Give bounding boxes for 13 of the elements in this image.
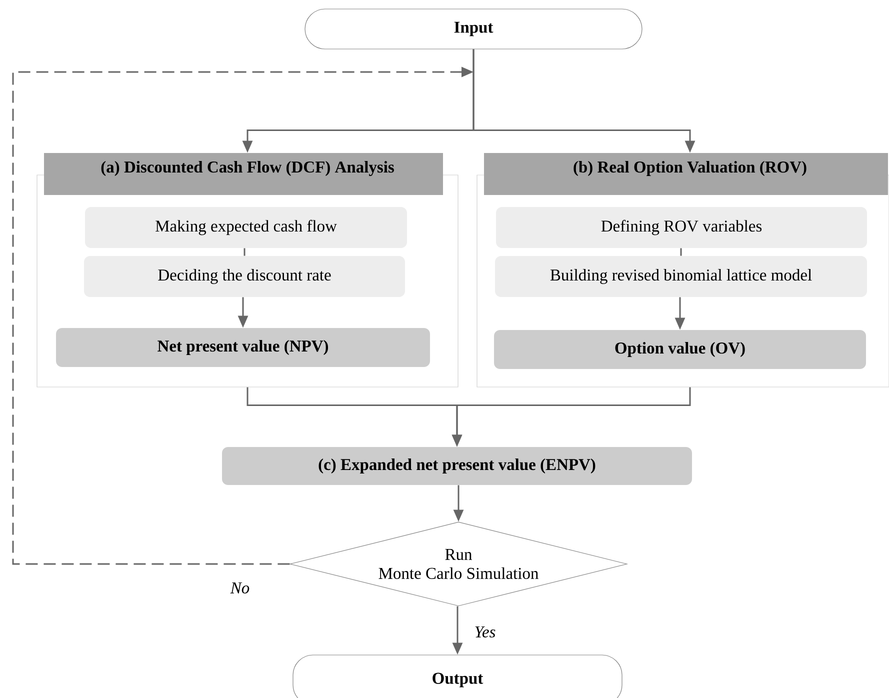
step-box: Building revised binomial lattice model xyxy=(495,256,867,297)
terminal-box: Output xyxy=(292,654,622,698)
step-box: Defining ROV variables xyxy=(496,207,867,248)
result-box: Option value (OV) xyxy=(494,330,866,369)
step-box: Making expected cash flow xyxy=(85,207,407,248)
result-box: Net present value (NPV) xyxy=(56,328,430,367)
result-box: (c) Expanded net present value (ENPV) xyxy=(222,447,692,485)
node-label: (b) Real Option Valuation (ROV) xyxy=(574,161,806,176)
terminal-box: Input xyxy=(304,8,642,50)
edge-label: No xyxy=(229,582,251,594)
edge-label: Yes xyxy=(473,626,497,638)
step-box: Deciding the discount rate xyxy=(84,256,405,297)
node-label: (a) Discounted Cash Flow (DCF) Analysis xyxy=(101,161,394,176)
